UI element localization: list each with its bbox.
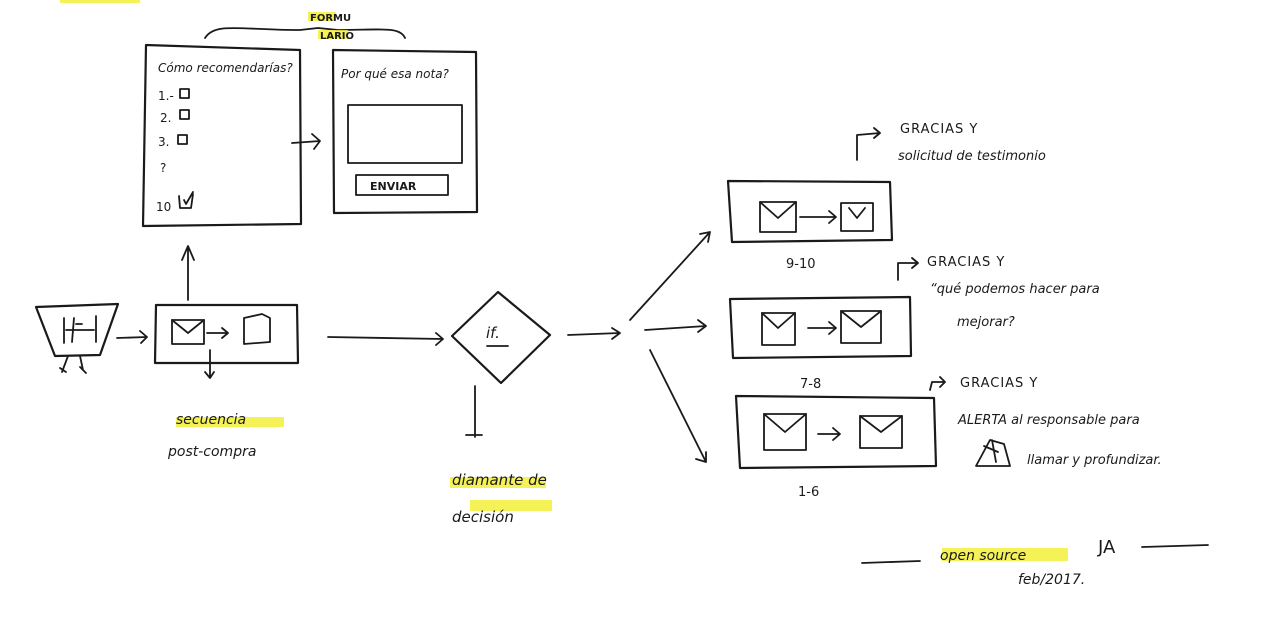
branch-7-8-response: GRACIAS Y “qué podemos hacer para mejora…	[927, 255, 1100, 330]
arrow-icon	[291, 133, 321, 150]
survey-option-3: 3.	[158, 135, 169, 149]
survey-question: Cómo recomendarías?	[158, 61, 293, 75]
post-purchase-sequence	[153, 303, 300, 365]
arrow-icon	[817, 427, 841, 441]
sequence-caption-line2: post-compra	[167, 444, 256, 460]
survey-option-ellipsis: ?	[160, 161, 166, 175]
response-line2: solicitud de testimonio	[898, 149, 1046, 164]
response-line3: llamar y profundizar.	[1027, 453, 1162, 468]
branch-range: 7-8	[800, 377, 821, 392]
open-envelope-icon	[243, 313, 271, 345]
branch-9-10: 9-10	[726, 179, 894, 272]
text-area	[347, 104, 463, 164]
response-line1: GRACIAS Y	[927, 255, 1005, 270]
envelope-icon	[840, 202, 874, 232]
branch-1-6-response: GRACIAS Y ALERTA al responsable para lla…	[957, 376, 1162, 468]
envelope-icon	[759, 201, 797, 233]
arrow-icon	[116, 330, 148, 344]
arrow-up-icon	[181, 245, 195, 301]
branch-7-8: 7-8	[728, 295, 913, 392]
decision-diamond: if.	[450, 290, 552, 385]
branch-range: 1-6	[798, 485, 819, 500]
arrow-icon	[897, 257, 919, 281]
form-header-line2: LARIO	[320, 31, 354, 42]
envelope-icon	[171, 319, 205, 345]
envelope-icon	[840, 310, 882, 344]
arrow-icon	[856, 127, 881, 161]
signature-initials: JA	[1097, 537, 1116, 558]
checkbox-icon	[177, 134, 188, 145]
alarm-bell-icon	[975, 439, 1011, 467]
survey-option-1: 1.-	[158, 89, 174, 103]
branch-range: 9-10	[786, 257, 816, 272]
send-button-shape	[355, 174, 449, 196]
arrow-icon	[649, 349, 707, 463]
form-header-line1: FORMU	[310, 13, 351, 24]
sequence-caption: secuencia post-compra	[167, 412, 284, 460]
arrow-down-icon	[204, 349, 215, 379]
response-line2: ALERTA al responsable para	[957, 413, 1140, 428]
survey-form: Cómo recomendarías? 1.- 2. 3. ? 10	[141, 43, 303, 228]
arrow-icon	[644, 319, 707, 333]
response-line3: mejorar?	[957, 315, 1015, 330]
response-line1: GRACIAS Y	[900, 122, 978, 137]
branch-9-10-response: GRACIAS Y solicitud de testimonio	[898, 122, 1046, 164]
arrow-icon	[327, 332, 444, 346]
send-button-label: ENVIAR	[370, 180, 417, 193]
sequence-caption-line1: secuencia	[176, 412, 246, 428]
checkbox-icon	[179, 88, 190, 99]
signature: open source JA feb/2017.	[861, 537, 1209, 588]
checked-box-icon	[178, 191, 194, 209]
arrow-down-icon	[465, 385, 483, 438]
highlight-mark	[60, 0, 140, 3]
why-form: Por qué esa nota? ENVIAR	[331, 48, 479, 215]
response-line2: “qué podemos hacer para	[930, 282, 1100, 297]
signature-name: open source	[940, 548, 1026, 564]
checkbox-icon	[179, 109, 190, 120]
decision-caption: diamante de decisión	[450, 471, 552, 526]
envelope-icon	[859, 415, 903, 449]
survey-option-2: 2.	[160, 111, 171, 125]
envelope-icon	[763, 413, 807, 451]
survey-option-10: 10	[156, 200, 171, 214]
shop-icon	[34, 302, 120, 374]
response-line1: GRACIAS Y	[960, 376, 1038, 391]
arrow-icon	[807, 321, 837, 335]
branch-1-6: 1-6	[734, 394, 938, 500]
why-question: Por qué esa nota?	[341, 67, 450, 81]
decision-caption-line1: diamante de	[452, 471, 547, 489]
arrow-icon	[929, 376, 946, 391]
envelope-icon	[761, 312, 796, 346]
signature-date: feb/2017.	[1018, 572, 1085, 588]
arrow-icon	[799, 210, 837, 224]
arrow-icon	[567, 327, 621, 340]
arrow-icon	[629, 231, 711, 321]
decision-caption-line2: decisión	[452, 508, 514, 526]
form-header: FORMU LARIO	[204, 12, 406, 42]
arrow-icon	[206, 327, 229, 339]
decision-label: if.	[486, 324, 500, 342]
